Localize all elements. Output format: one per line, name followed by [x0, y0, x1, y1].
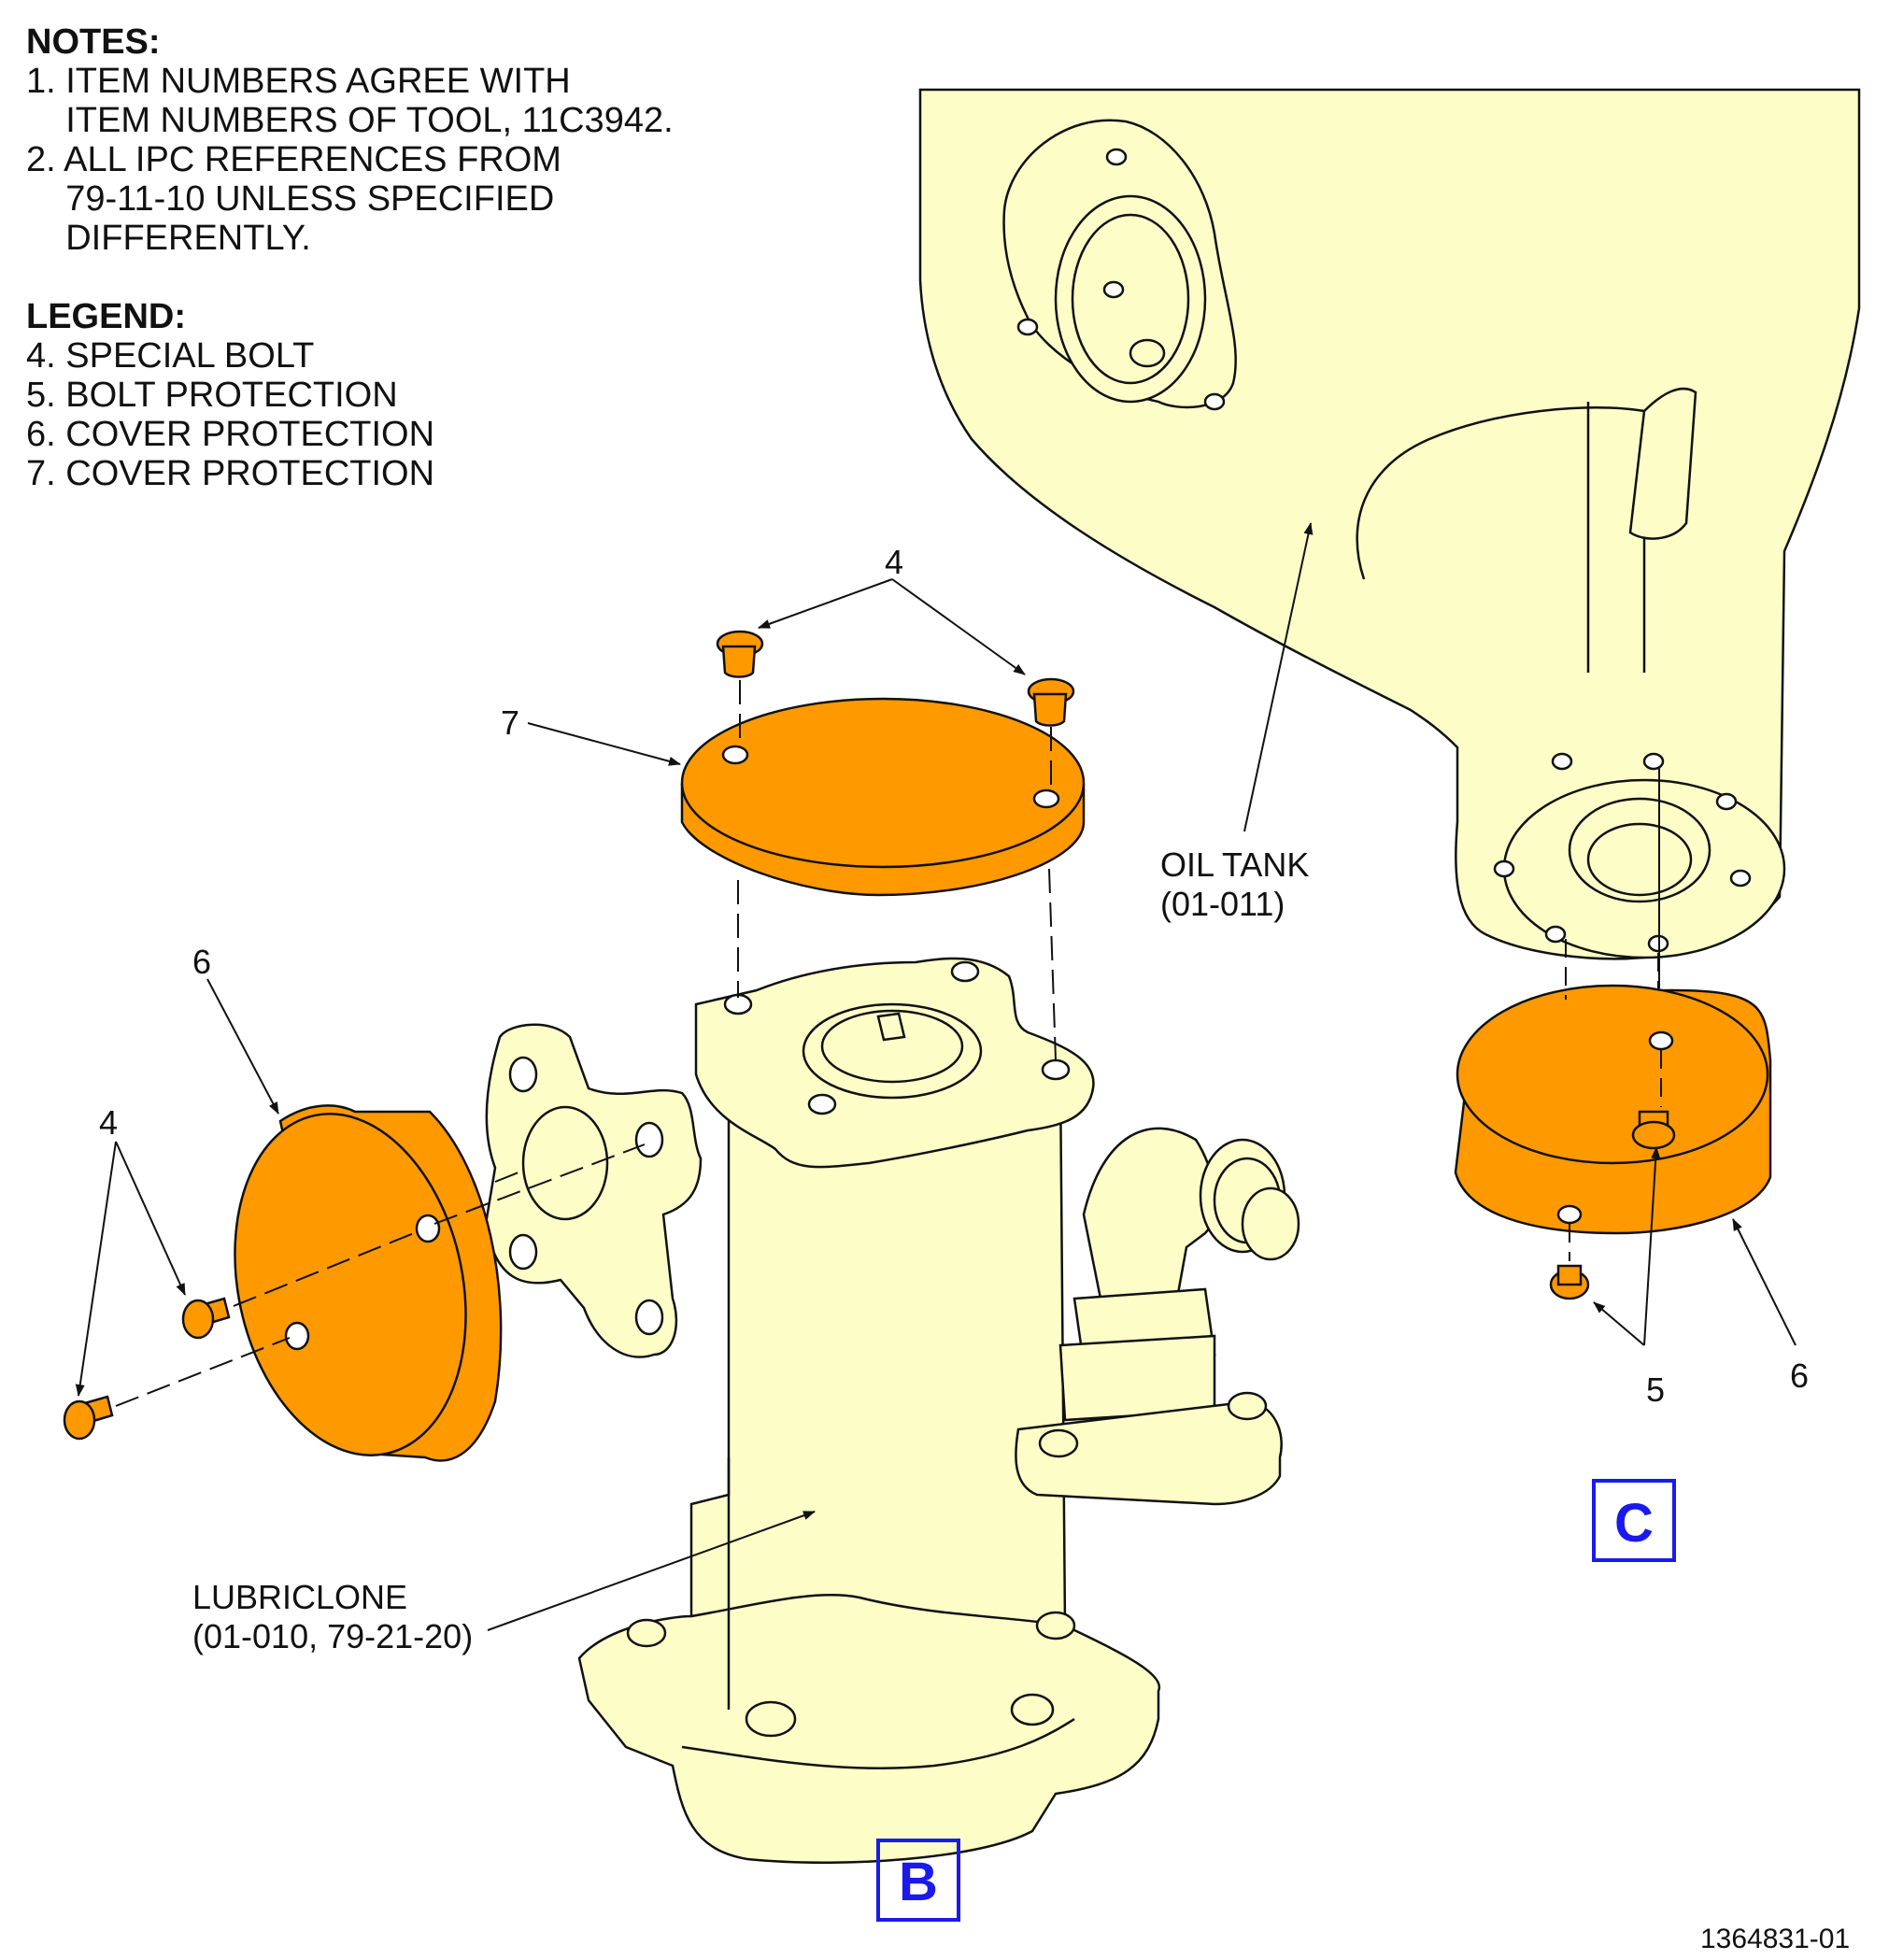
- callout-item-4-top: 4: [885, 543, 903, 581]
- lubriclone-ref: (01-010, 79-21-20): [192, 1617, 473, 1655]
- view-c-box: [1592, 1479, 1676, 1562]
- legend-heading: LEGEND:: [26, 297, 186, 336]
- dashed-alignment-left: [115, 680, 1057, 1407]
- callout-leaders: [75, 522, 1797, 1631]
- lubriclone: [484, 957, 1300, 1864]
- callout-item-4-left: 4: [99, 1103, 118, 1142]
- oil-tank-label: OIL TANK: [1160, 845, 1309, 884]
- bolt-protection: [1549, 1110, 1676, 1300]
- notes-item: DIFFERENTLY.: [26, 219, 311, 258]
- legend-item: 7. COVER PROTECTION: [26, 454, 435, 493]
- callout-item-5: 5: [1646, 1371, 1665, 1409]
- view-c-label: C: [1614, 1493, 1654, 1554]
- legend-item: 4. SPECIAL BOLT: [26, 336, 315, 376]
- notes-item: ITEM NUMBERS OF TOOL, 11C3942.: [26, 101, 674, 140]
- callout-item-6-left: 6: [192, 943, 211, 981]
- special-bolt-top: [716, 630, 1075, 727]
- special-bolt-left: [63, 1297, 231, 1441]
- figure-number: 1364831-01: [1700, 1924, 1850, 1954]
- callout-item-7: 7: [501, 703, 519, 742]
- notes-item: 1. ITEM NUMBERS AGREE WITH: [26, 62, 571, 101]
- notes-item: 79-11-10 UNLESS SPECIFIED: [26, 179, 555, 219]
- lubriclone-label: LUBRICLONE: [192, 1578, 407, 1616]
- notes-item: 2. ALL IPC REFERENCES FROM: [26, 140, 561, 179]
- oil-tank: [918, 88, 1861, 960]
- notes-heading: NOTES:: [26, 22, 161, 62]
- cover-protection-top: [680, 697, 1086, 897]
- notes-block: NOTES: 1. ITEM NUMBERS AGREE WITH ITEM N…: [26, 22, 674, 493]
- legend-item: 6. COVER PROTECTION: [26, 415, 435, 454]
- legend-item: 5. BOLT PROTECTION: [26, 376, 398, 415]
- cover-protection-right: [1454, 984, 1772, 1235]
- oil-tank-ref: (01-011): [1160, 885, 1285, 923]
- view-b-box: [876, 1839, 960, 1922]
- cover-protection-left: [234, 1104, 503, 1462]
- view-b-label: B: [899, 1852, 938, 1912]
- callout-item-6-right: 6: [1790, 1356, 1809, 1395]
